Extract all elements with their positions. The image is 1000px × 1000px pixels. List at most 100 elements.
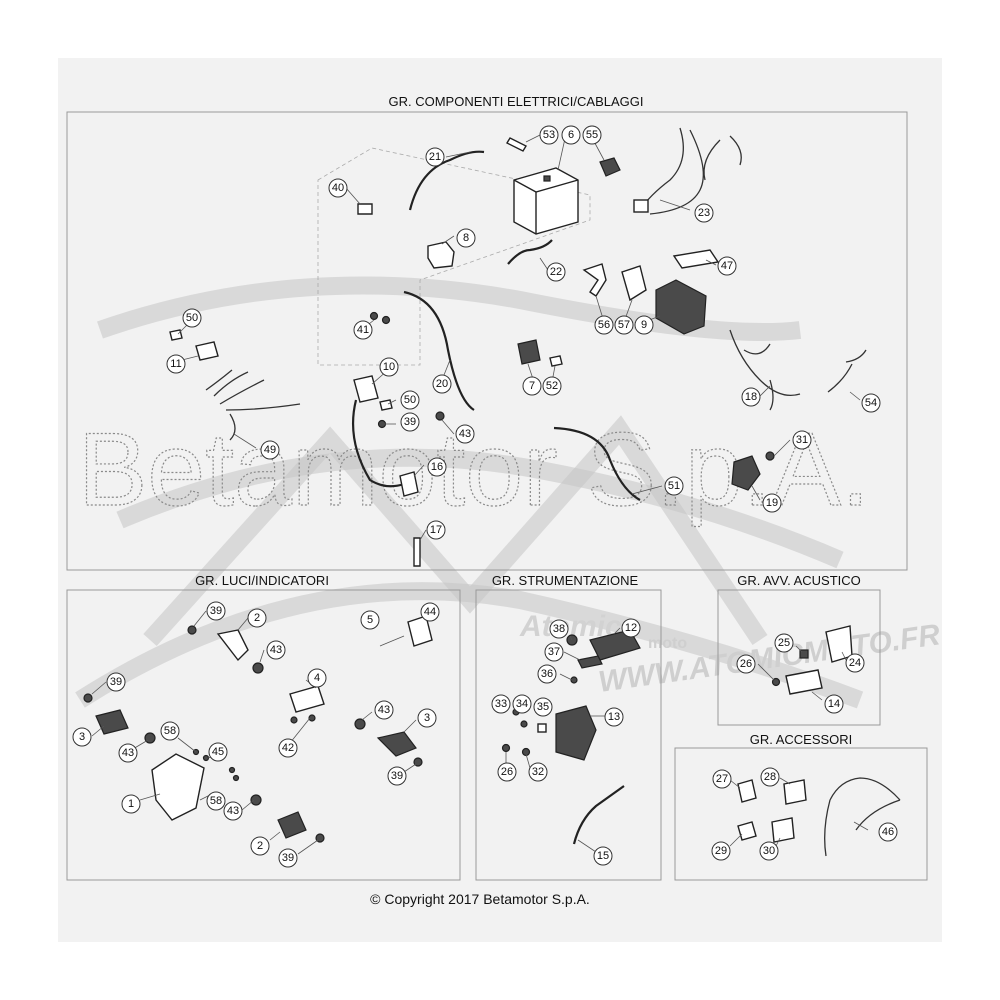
callout-39[interactable]: 39 [400,412,420,432]
callout-55[interactable]: 55 [582,125,602,145]
callout-3[interactable]: 3 [72,727,92,747]
nut-26b [771,677,781,687]
callout-17[interactable]: 17 [426,520,446,540]
callout-35[interactable]: 35 [533,697,553,717]
plate-47 [672,249,720,269]
callout-54[interactable]: 54 [861,393,881,413]
callout-24[interactable]: 24 [845,653,865,673]
svg-text:57: 57 [618,319,630,331]
callout-15[interactable]: 15 [593,846,613,866]
callout-43[interactable]: 43 [118,743,138,763]
callout-52[interactable]: 52 [542,376,562,396]
clamp-28 [783,779,807,805]
callout-39[interactable]: 39 [387,766,407,786]
callout-44[interactable]: 44 [420,602,440,622]
callout-33[interactable]: 33 [491,694,511,714]
callout-43[interactable]: 43 [374,700,394,720]
nut-32 [521,747,531,757]
callout-2[interactable]: 2 [250,836,270,856]
callout-58[interactable]: 58 [160,721,180,741]
callout-30[interactable]: 30 [759,841,779,861]
callout-58[interactable]: 58 [206,791,226,811]
svg-text:36: 36 [541,668,553,680]
callout-22[interactable]: 22 [546,262,566,282]
callout-37[interactable]: 37 [544,642,564,662]
callout-29[interactable]: 29 [711,841,731,861]
callout-20[interactable]: 20 [432,374,452,394]
callout-32[interactable]: 32 [528,762,548,782]
callout-57[interactable]: 57 [614,315,634,335]
harness-49 [205,369,301,441]
callout-19[interactable]: 19 [762,493,782,513]
callout-39[interactable]: 39 [206,601,226,621]
svg-text:46: 46 [882,826,894,838]
callout-8[interactable]: 8 [456,228,476,248]
callout-7[interactable]: 7 [522,376,542,396]
callout-4[interactable]: 4 [307,668,327,688]
callout-1[interactable]: 1 [121,794,141,814]
bracket-4 [289,685,325,713]
nut-43b [252,662,264,674]
callout-31[interactable]: 31 [792,430,812,450]
svg-text:55: 55 [586,129,598,141]
cable-22 [507,239,553,265]
callout-10[interactable]: 10 [379,357,399,377]
callout-53[interactable]: 53 [539,125,559,145]
callout-16[interactable]: 16 [427,457,447,477]
svg-text:37: 37 [548,646,560,658]
callout-25[interactable]: 25 [774,633,794,653]
callout-21[interactable]: 21 [425,147,445,167]
callout-43[interactable]: 43 [455,424,475,444]
callout-26[interactable]: 26 [736,654,756,674]
svg-text:6: 6 [568,129,574,141]
callout-50[interactable]: 50 [182,308,202,328]
svg-text:39: 39 [110,676,122,688]
callout-3[interactable]: 3 [417,708,437,728]
svg-text:51: 51 [668,480,680,492]
clip-29 [737,821,757,841]
callout-50[interactable]: 50 [400,390,420,410]
callout-43[interactable]: 43 [223,801,243,821]
callout-11[interactable]: 11 [166,354,186,374]
part-52 [549,355,563,367]
callout-28[interactable]: 28 [760,767,780,787]
callout-27[interactable]: 27 [712,769,732,789]
relay-8 [427,241,455,269]
callout-26[interactable]: 26 [497,762,517,782]
callout-2[interactable]: 2 [247,608,267,628]
callout-12[interactable]: 12 [621,618,641,638]
svg-text:58: 58 [164,725,176,737]
callout-5[interactable]: 5 [360,610,380,630]
callout-47[interactable]: 47 [717,256,737,276]
section-title-instruments: GR. STRUMENTAZIONE [492,573,639,588]
callout-6[interactable]: 6 [561,125,581,145]
callout-39[interactable]: 39 [278,848,298,868]
callout-14[interactable]: 14 [824,694,844,714]
callout-9[interactable]: 9 [634,315,654,335]
callout-49[interactable]: 49 [260,440,280,460]
callout-56[interactable]: 56 [594,315,614,335]
callout-13[interactable]: 13 [604,707,624,727]
section-instruments: GR. STRUMENTAZIONE [475,573,662,881]
screw-39b [187,625,197,635]
callout-39[interactable]: 39 [106,672,126,692]
callout-45[interactable]: 45 [208,742,228,762]
callout-51[interactable]: 51 [664,476,684,496]
section-title-lights: GR. LUCI/INDICATORI [195,573,329,588]
callout-42[interactable]: 42 [278,738,298,758]
svg-text:26: 26 [740,658,752,670]
callout-41[interactable]: 41 [353,320,373,340]
callout-38[interactable]: 38 [549,619,569,639]
screw-45 [202,754,210,762]
callout-34[interactable]: 34 [512,694,532,714]
callout-36[interactable]: 36 [537,664,557,684]
svg-text:2: 2 [257,840,263,852]
callout-40[interactable]: 40 [328,178,348,198]
ecu-9 [655,279,707,335]
callout-18[interactable]: 18 [741,387,761,407]
callout-43[interactable]: 43 [266,640,286,660]
callout-23[interactable]: 23 [694,203,714,223]
bolt-50b [379,399,393,411]
callout-46[interactable]: 46 [878,822,898,842]
section-lights: GR. LUCI/INDICATORI [66,573,461,881]
